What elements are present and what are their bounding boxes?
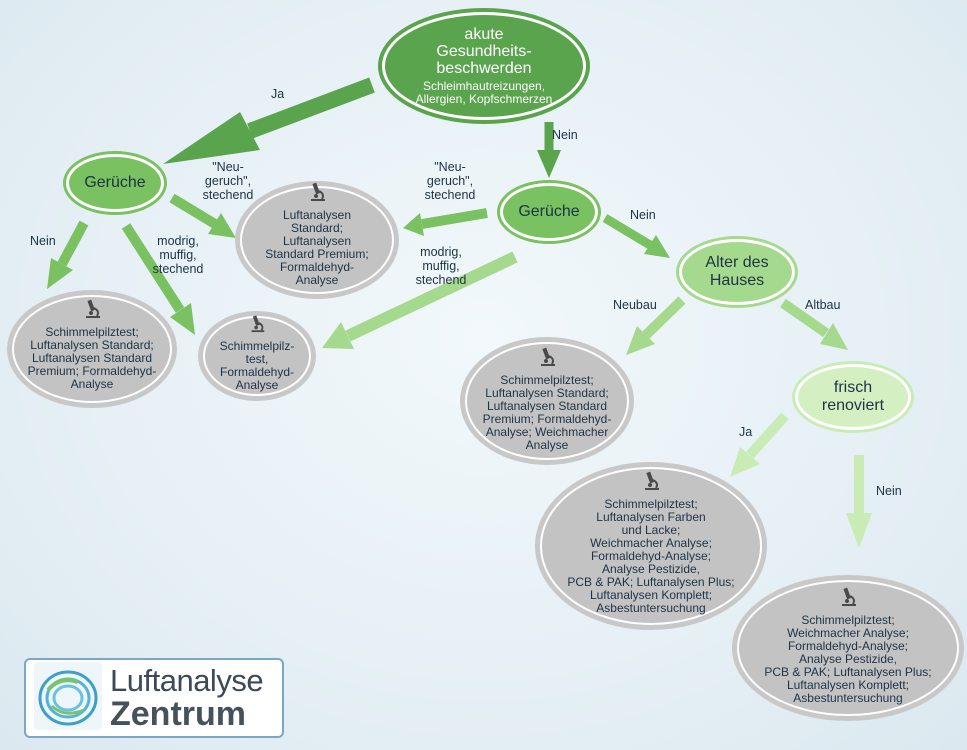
arrow-renovated-to-r6 — [846, 455, 872, 548]
arrow-renovated-to-r5 — [730, 412, 789, 477]
arrow-root-to-smell-left — [163, 77, 375, 164]
edge-label-modrig-left: modrig, muffig, stechend — [152, 234, 204, 276]
smell-right-title: Gerüche — [518, 203, 580, 220]
result-node-3: Schimmelpilz- test, Formaldehyd- Analyse — [203, 313, 311, 396]
result-node-2: Schimmelpilztest; Luftanalysen Standard;… — [12, 295, 172, 403]
arrow-root-to-smell-right — [537, 122, 561, 178]
logo-line-2: Zentrum — [110, 695, 246, 733]
edge-label-nein-bottom: Nein — [876, 484, 902, 498]
edge-label-ja-bottom: Ja — [739, 425, 753, 439]
microscope-icon — [306, 180, 328, 207]
result-node-5: Schimmelpilztest; Luftanalysen Farben un… — [540, 467, 762, 625]
arrow-smellright-to-r1 — [403, 208, 488, 236]
result-4-text: Schimmelpilztest; Luftanalysen Standard;… — [482, 372, 612, 452]
result-node-4: Schimmelpilztest; Luftanalysen Standard;… — [465, 342, 629, 460]
logo-line-1: Luftanalyse — [110, 663, 264, 698]
root-decision-node: akute Gesundheits- beschwerden Schleimha… — [378, 8, 590, 124]
microscope-icon — [247, 313, 267, 338]
edge-label-neugeruch-left: "Neu- geruch", stechend — [202, 160, 254, 202]
edge-label-modrig-right: modrig, muffig, stechend — [415, 245, 467, 287]
result-1-text: Luftanalysen Standard; Luftanalysen Stan… — [265, 207, 369, 287]
result-5-text: Schimmelpilztest; Luftanalysen Farben un… — [567, 497, 735, 615]
result-node-6: Schimmelpilztest; Weichmacher Analyse; F… — [737, 580, 959, 716]
spiral-logo-icon — [34, 661, 102, 735]
renovated-node: frisch renoviert — [792, 361, 914, 433]
arrow-age-to-r4 — [626, 296, 686, 355]
company-logo: Luftanalyse Zentrum — [24, 658, 284, 738]
microscope-icon — [837, 585, 859, 612]
edge-label-altbau: Altbau — [805, 298, 841, 312]
arrow-smellleft-to-r1 — [169, 193, 236, 238]
result-6-text: Schimmelpilztest; Weichmacher Analyse; F… — [764, 613, 932, 705]
house-age-node: Alter des Hauses — [676, 236, 798, 308]
house-age-title: Alter des Hauses — [705, 254, 769, 289]
arrow-age-to-renovated — [780, 298, 848, 350]
microscope-icon — [536, 345, 558, 372]
smell-left-title: Gerüche — [84, 174, 146, 191]
root-title: akute Gesundheits- beschwerden — [436, 26, 532, 77]
smell-right-node: Gerüche — [497, 180, 601, 244]
renovated-title: frisch renoviert — [821, 379, 885, 414]
edge-label-neugeruch-right: "Neu- geruch", stechend — [424, 160, 476, 202]
microscope-icon — [81, 297, 103, 324]
smell-left-node: Gerüche — [63, 151, 167, 215]
arrow-smellleft-to-r2 — [47, 220, 89, 289]
edge-label-nein-left: Nein — [30, 234, 56, 248]
result-node-1: Luftanalysen Standard; Luftanalysen Stan… — [240, 182, 394, 294]
edge-label-ja-top: Ja — [271, 87, 285, 101]
edge-label-nein-top: Nein — [552, 128, 578, 142]
arrow-smellleft-to-r3 — [121, 223, 195, 335]
microscope-icon — [640, 469, 662, 496]
edge-label-nein-right: Nein — [630, 208, 656, 222]
result-2-text: Schimmelpilztest; Luftanalysen Standard;… — [27, 325, 157, 391]
arrow-smellright-to-r3 — [322, 251, 518, 349]
root-subtitle: Schleimhautreizungen, Allergien, Kopfsch… — [415, 79, 553, 106]
result-3-text: Schimmelpilz- test, Formaldehyd- Analyse — [219, 338, 295, 392]
arrow-smellright-to-age — [602, 214, 670, 258]
edge-label-neubau: Neubau — [613, 298, 657, 312]
